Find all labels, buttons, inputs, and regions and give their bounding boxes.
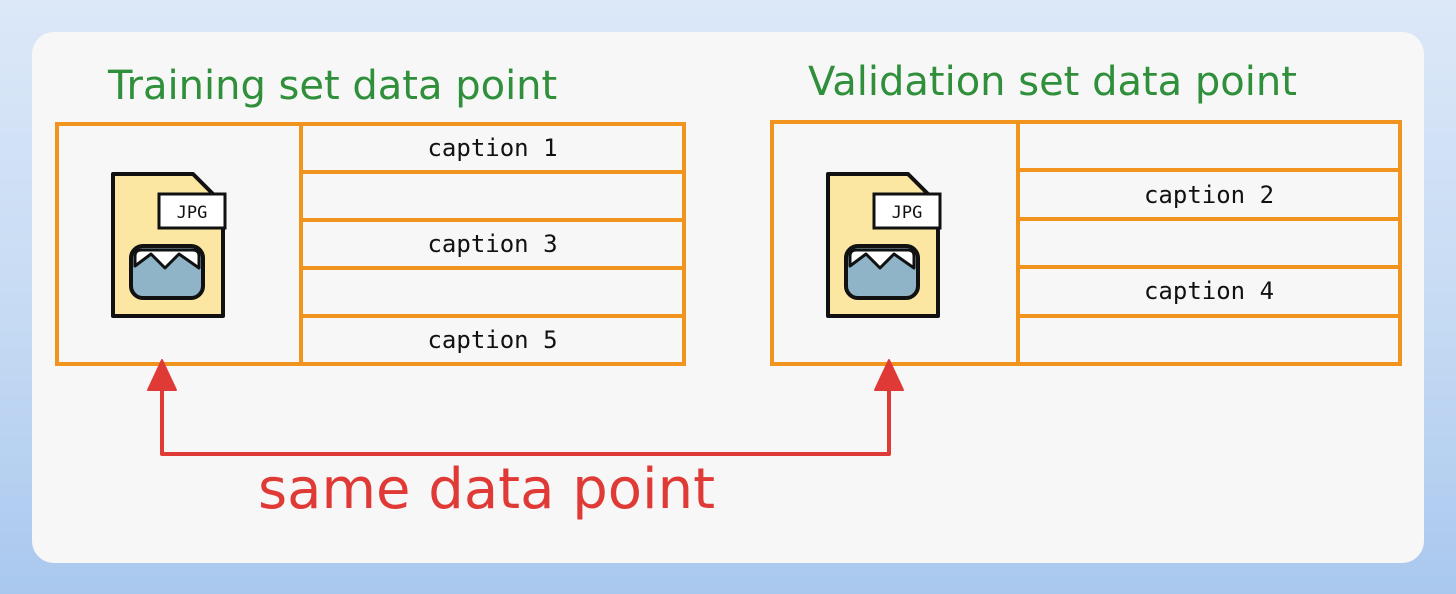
jpg-file-icon: JPG [826,172,942,318]
caption-row [1020,124,1398,173]
training-file-label: JPG [177,203,208,223]
caption-row [1020,318,1398,362]
training-caption-list: caption 1 caption 3 caption 5 [303,126,682,362]
validation-data-point-panel: JPG caption 2 caption 4 [770,120,1402,366]
image-icon [844,244,920,300]
same-data-point-label: same data point [258,457,716,522]
validation-caption-list: caption 2 caption 4 [1020,124,1398,362]
jpg-file-icon: JPG [111,172,227,318]
training-set-title: Training set data point [108,63,558,109]
caption-row: caption 3 [303,222,682,270]
training-image-cell: JPG [59,126,303,362]
caption-row [303,174,682,222]
caption-row [303,270,682,318]
caption-row: caption 5 [427,326,558,354]
image-icon [129,244,205,300]
caption-row: caption 2 [1020,172,1398,221]
validation-set-title: Validation set data point [808,59,1297,105]
caption-row: caption 1 [303,126,682,174]
caption-row: caption 4 [1020,269,1398,318]
validation-file-label: JPG [892,203,923,223]
validation-image-cell: JPG [774,124,1020,362]
training-data-point-panel: JPG caption 1 caption 3 caption 5 [55,122,686,366]
caption-row [1020,221,1398,270]
